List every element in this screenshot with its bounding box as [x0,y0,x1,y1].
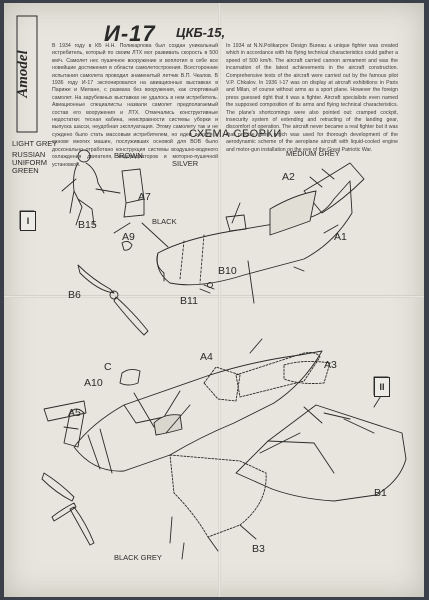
brand-logo: Amodel [16,15,38,133]
part-b3: B3 [252,543,265,555]
fold-crease-horizontal [4,295,424,298]
history-text-russian: В 1934 году в КБ Н.Н. Поликарпова был со… [52,43,218,168]
label-russian-uniform-green: RUSSIAN UNIFORM GREEN [12,150,47,175]
fuselage-lower-assembly [63,350,323,474]
part-c: C [104,361,112,373]
part-a10: A10 [84,377,103,389]
page-subtitle: ЦКБ-15, [176,25,226,40]
tailwheel-part [121,240,133,251]
label-light-grey: LIGHT GREY [12,139,58,148]
label-black-grey: BLACK GREY [114,553,162,562]
label-silver: SILVER [172,159,199,168]
step-2-marker: II [374,377,390,397]
instruction-sheet: Amodel И-17 ЦКБ-15, В 1934 году в КБ Н.Н… [4,3,424,597]
part-b15: B15 [78,219,97,231]
history-text-english: In 1934 at N.N.Polikarpov Design Bureau … [226,43,398,153]
part-b6: B6 [68,289,81,301]
part-a3: A3 [324,359,337,371]
assembly-heading: СХЕМА СБОРКИ [189,128,282,140]
wing-lower-part [169,454,267,552]
part-a1: A1 [334,231,347,243]
part-b1: B1 [374,487,387,499]
seat-part [121,168,145,218]
label-black: BLACK [152,217,177,226]
page-title: И-17 [104,21,156,46]
step-1-marker: I [20,211,36,231]
part-b11: B11 [180,295,198,307]
part-a7: A7 [138,191,151,203]
part-a5: A5 [68,407,81,419]
fuselage-upper [156,162,365,286]
part-b10: B10 [218,265,237,277]
label-brown: BROWN [114,151,143,160]
fold-crease-vertical [218,3,221,597]
brand-logo-text: Amodel [16,49,31,98]
propeller-part [77,264,149,336]
pilot-figure [61,149,105,226]
part-a4: A4 [200,351,213,363]
part-a2: A2 [282,171,295,183]
part-a9: A9 [122,231,135,243]
label-medium-grey: MEDIUM GREY [286,149,340,158]
assembly-diagram [19,149,407,560]
propeller-lower [41,472,95,546]
